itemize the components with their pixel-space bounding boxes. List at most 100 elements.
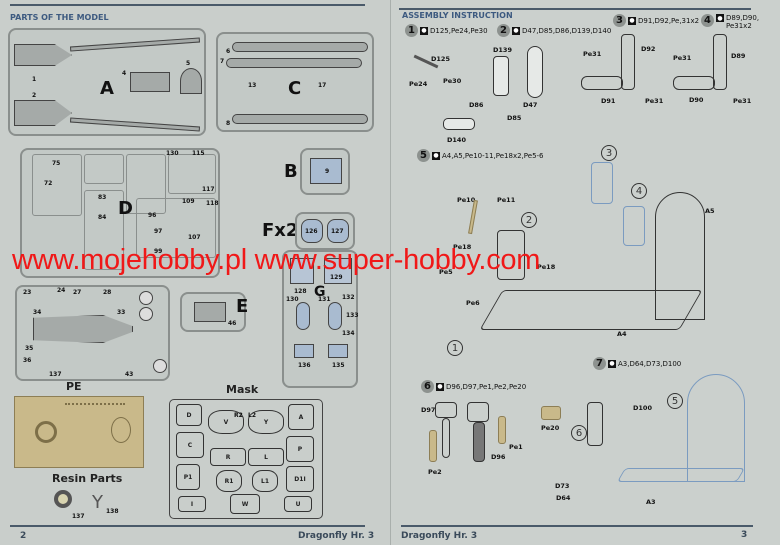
- part-number: 46: [228, 320, 237, 327]
- part-number: 118: [206, 200, 219, 207]
- seat-frame-drawing: [713, 34, 727, 90]
- mask-w: W: [230, 494, 260, 514]
- part-number: 132: [342, 294, 355, 301]
- part-number: 133: [346, 312, 359, 319]
- part-label: A5: [705, 207, 715, 215]
- part-label: Pe31: [673, 54, 692, 62]
- part-label: Pe31: [733, 97, 752, 105]
- part-126: 126: [301, 219, 323, 243]
- part-number: 126: [305, 228, 318, 235]
- glue-drop-icon: ●: [628, 16, 636, 25]
- seat-frame-drawing: [527, 46, 543, 98]
- footer-title: Dragonfly Hr. 3: [401, 531, 478, 541]
- part-label: D86: [469, 101, 484, 109]
- seat-4-drawing: [623, 206, 645, 246]
- d96-panel: [473, 422, 485, 462]
- part-label: Pe5: [439, 268, 453, 276]
- d96-drawing: [467, 402, 489, 422]
- seat-3-drawing: [591, 162, 613, 204]
- part-number: 8: [226, 120, 231, 127]
- part-label: Pe30: [443, 77, 462, 85]
- mask-y: Y: [248, 410, 284, 434]
- part-number: 128: [294, 288, 307, 295]
- seat-back-drawing: [493, 56, 509, 96]
- part-label: Pe31: [645, 97, 664, 105]
- step-4-header: 4●D89,D90,Pe31x2: [701, 14, 759, 30]
- part-label: D139: [493, 46, 512, 54]
- part-number: 138: [106, 508, 119, 515]
- part-number: 1: [32, 76, 37, 83]
- rotor-blade: [232, 114, 368, 124]
- part-label: Pe6: [466, 299, 480, 307]
- part-number: 99: [154, 248, 163, 255]
- pe20-drawing: [541, 406, 561, 420]
- mask-i: I: [178, 496, 206, 512]
- part-label: D97: [421, 406, 436, 414]
- rotor-blade: [232, 42, 368, 52]
- page-number: 2: [20, 531, 27, 541]
- mask-r: R: [210, 448, 246, 466]
- tail-boom-upper: [69, 37, 201, 52]
- ref-step-1: 1: [447, 340, 463, 356]
- tail-boom-lower: [69, 117, 201, 132]
- part-number: 130: [166, 150, 179, 157]
- d97-drawing: [435, 402, 457, 418]
- mask-c: C: [176, 432, 204, 458]
- d97-stem: [442, 418, 450, 458]
- header-rule: [10, 4, 365, 6]
- part-number: 137: [49, 371, 62, 378]
- part-number: 27: [73, 289, 82, 296]
- step-number: 2: [497, 24, 510, 37]
- sprue-label: Fx2: [262, 220, 299, 241]
- sprue-cell: [32, 154, 82, 216]
- part-label: D100: [633, 404, 652, 412]
- part-label: Pe11: [497, 196, 516, 204]
- photo-etch-fret: [14, 396, 144, 468]
- part-label: D90: [689, 96, 704, 104]
- part-number: 109: [182, 198, 195, 205]
- ref-step-2: 2: [521, 212, 537, 228]
- section-title: PARTS OF THE MODEL: [10, 13, 109, 22]
- pe2-drawing: [429, 430, 437, 462]
- seat-pan-drawing: [581, 76, 623, 90]
- part-4: [130, 72, 170, 92]
- floor-a4-drawing: [479, 290, 703, 330]
- part-number: 43: [125, 371, 134, 378]
- sprue-b: 9: [300, 148, 350, 195]
- mask-d: D: [176, 404, 202, 426]
- part-label: D96: [491, 453, 506, 461]
- sprue-label: B: [284, 161, 298, 182]
- part-number: 136: [298, 362, 311, 369]
- part-number: 137: [72, 513, 85, 520]
- part-135: [328, 344, 348, 358]
- mask-label: R2: [234, 412, 243, 419]
- glue-drop-icon: ●: [432, 151, 440, 160]
- seat-cushion-drawing: [443, 118, 475, 130]
- footer-title: Dragonfly Hr. 3: [298, 531, 375, 541]
- part-128: [290, 258, 314, 284]
- glue-drop-icon: ●: [716, 14, 724, 22]
- part-number: 2: [32, 92, 37, 99]
- step-parts: D89,D90,: [726, 14, 760, 22]
- fuselage-half-1: [14, 44, 72, 66]
- part-131: [328, 302, 342, 330]
- part-number: 83: [98, 194, 107, 201]
- step-3-header: 3●D91,D92,Pe,31x2: [613, 14, 699, 27]
- pe-detail: [111, 417, 131, 443]
- glue-drop-icon: ●: [436, 382, 444, 391]
- pe1-drawing: [498, 416, 506, 444]
- step-6-header: 6●D96,D97,Pe1,Pe2,Pe20: [421, 380, 526, 393]
- part-number: 17: [318, 82, 327, 89]
- step-1-header: 1●D125,Pe24,Pe30: [405, 24, 488, 37]
- part-label: D140: [447, 136, 466, 144]
- step-5-header: 5●A4,A5,Pe10-11,Pe18x2,Pe5-6: [417, 149, 544, 162]
- ref-step-5: 5: [667, 393, 683, 409]
- wheel: [153, 359, 167, 373]
- part-number: 135: [332, 362, 345, 369]
- part-number: 6: [226, 48, 231, 55]
- part-9: 9: [310, 158, 342, 184]
- watermark: www.mojehobby.pl www.super-hobby.com: [12, 244, 541, 276]
- sprue-label: E: [236, 296, 249, 317]
- step-number: 1: [405, 24, 418, 37]
- sprue-cell: [126, 154, 166, 214]
